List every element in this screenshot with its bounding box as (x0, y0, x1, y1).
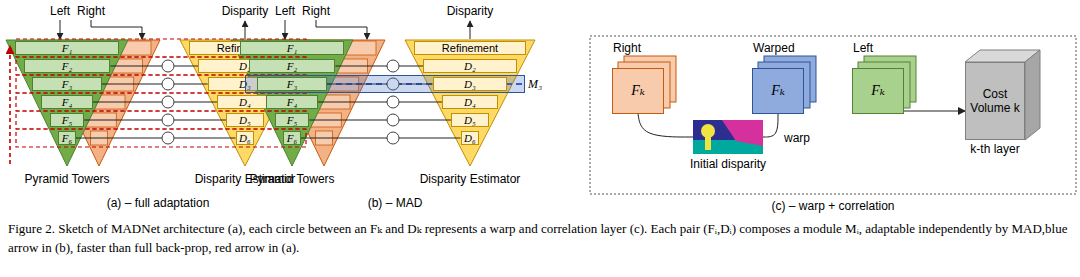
connector (335, 66, 423, 67)
map-label: Fₖ (631, 83, 645, 99)
connector (309, 120, 451, 121)
input-label: Left (275, 4, 295, 18)
output-label: Disparity (222, 4, 269, 18)
connector (318, 102, 442, 103)
feature-level-box: F₁ (240, 41, 344, 55)
feature-level-box: F₂ (24, 59, 111, 73)
level-label: F₂ (62, 60, 73, 72)
connector (904, 111, 965, 112)
level-label: F₂ (287, 60, 298, 72)
module-band: M₃F₃D₃ (245, 75, 525, 93)
dashed-box (16, 129, 306, 147)
feature-level-box: F₆ (283, 131, 300, 145)
disparity-level-box: D₅ (226, 113, 263, 127)
cube-label: Cost Volume k (968, 87, 1022, 115)
level-label: F₆ (287, 132, 298, 144)
disparity-level-box: D₆ (461, 131, 480, 145)
feature-map-stack: LeftFₖ (852, 68, 904, 114)
feature-level-box: F₆ (58, 131, 75, 145)
map-title: Right (613, 41, 641, 55)
feature-level-box: F₃ (257, 77, 326, 91)
layer-label: k-th layer (970, 142, 1019, 156)
disparity-level-box: D₃ (433, 77, 508, 91)
picture-region (701, 124, 715, 138)
connector (301, 138, 461, 139)
level-label: D₅ (464, 114, 476, 126)
input-label: Right (77, 4, 105, 18)
connector (638, 114, 693, 137)
panel-title: (b) – MAD (368, 196, 423, 210)
feature-level-box: F₅ (275, 113, 310, 127)
feature-level-box: F₁ (15, 41, 119, 55)
feature-map-stack: RightFₖ (612, 68, 664, 114)
level-label: D₄ (464, 96, 476, 108)
connector-label: warp (784, 131, 810, 145)
connector (110, 66, 198, 67)
cost-volume-box: Cost Volume kk-th layer (965, 62, 1025, 140)
feature-level-box: F₅ (50, 113, 85, 127)
connector (84, 120, 226, 121)
level-label: D₅ (239, 114, 251, 126)
map-label: Fₖ (771, 83, 785, 99)
level-label: D₃ (464, 78, 476, 90)
figure-caption: Figure 2. Sketch of MADNet architecture … (8, 219, 1072, 257)
connector (76, 138, 236, 139)
tower-label: Pyramid Towers (24, 172, 109, 186)
disparity-picture (693, 120, 763, 154)
panel-frame (590, 36, 1076, 194)
full-adaptation-boxes (16, 39, 306, 147)
refinement-box: Refinement (414, 41, 526, 55)
level-label: F₅ (287, 114, 298, 126)
level-label: F₁ (62, 42, 73, 54)
input-label: Left (50, 4, 70, 18)
dashed-box (16, 111, 306, 129)
level-label: F₁ (287, 42, 298, 54)
map-title: Left (853, 41, 873, 55)
level-label: F₆ (62, 132, 73, 144)
feature-level-box: F₄ (266, 95, 318, 109)
disparity-level-box: D₂ (423, 59, 516, 73)
disparity-image: Initial disparity (693, 120, 763, 154)
level-label: D₆ (239, 132, 251, 144)
disparity-level-box: D₄ (442, 95, 498, 109)
feature-level-box: F₃ (32, 77, 101, 91)
feature-level-box: F₂ (249, 59, 336, 73)
backprop-arrow (9, 46, 11, 164)
panel-title: (c) – warp + correlation (771, 199, 894, 213)
level-label: Refinement (442, 42, 498, 54)
cube-side (1025, 50, 1040, 140)
circles-b (387, 60, 399, 144)
level-label: F₃ (62, 78, 73, 90)
connector (93, 102, 217, 103)
level-label: F₅ (62, 114, 73, 126)
level-label: D₄ (239, 96, 251, 108)
tower-label: Pyramid Towers (249, 172, 334, 186)
input-label: Right (302, 4, 330, 18)
connector (102, 84, 208, 85)
level-label: F₃ (287, 78, 298, 90)
picture-ground (693, 120, 763, 154)
map-title: Warped (753, 41, 795, 55)
disparity-level-box: D₆ (236, 131, 255, 145)
level-label: F₄ (62, 96, 73, 108)
feature-map-stack: WarpedFₖ (752, 68, 804, 114)
disparity-level-box: D₅ (451, 113, 488, 127)
module-label: M₃ (528, 77, 542, 91)
output-label: Disparity (447, 4, 494, 18)
disparity-level-box: D₄ (217, 95, 273, 109)
level-label: D₂ (464, 60, 476, 72)
panel-title: (a) – full adaptation (107, 196, 210, 210)
connector (763, 114, 778, 137)
level-label: F₄ (287, 96, 298, 108)
circles-a (162, 60, 174, 144)
picture-region (705, 136, 711, 150)
level-label: D₆ (464, 132, 476, 144)
dashed-box (16, 93, 306, 111)
map-label: Fₖ (871, 83, 885, 99)
picture-region (722, 120, 763, 146)
estimator-label: Disparity Estimator (420, 172, 521, 186)
image-caption: Initial disparity (690, 157, 766, 171)
feature-level-box: F₄ (41, 95, 93, 109)
